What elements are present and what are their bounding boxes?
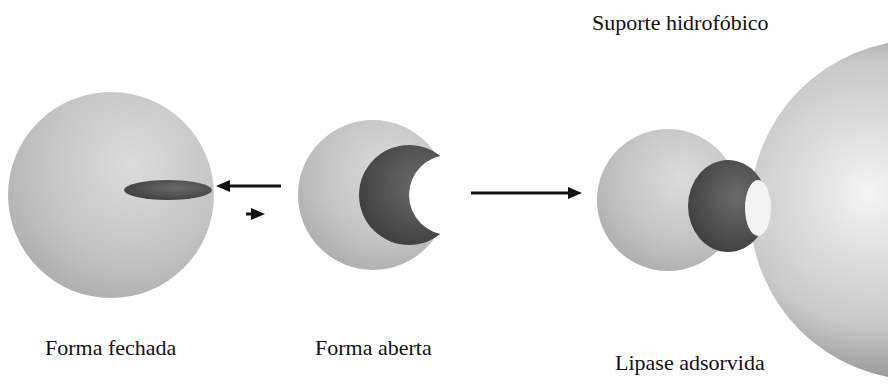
- shape-label: Forma fechada: [45, 335, 176, 361]
- closed-lipase-shape: [8, 92, 214, 298]
- shape-label: Lipase adsorvida: [615, 350, 765, 376]
- reaction-arrow: [246, 208, 265, 220]
- closed-lipase: Forma fechada: [8, 92, 214, 362]
- shape-label: Suporte hidrofóbico: [592, 10, 769, 36]
- reaction-arrow: [471, 187, 582, 199]
- open-lipase-shape: [297, 118, 449, 272]
- reaction-arrow: [216, 180, 281, 192]
- open-lipase: Forma aberta: [297, 118, 449, 368]
- shape-label: Forma aberta: [315, 335, 432, 361]
- adsorbed-lipase: Lipase adsorvida: [598, 128, 783, 378]
- adsorbed-lipase-shape: [598, 128, 783, 278]
